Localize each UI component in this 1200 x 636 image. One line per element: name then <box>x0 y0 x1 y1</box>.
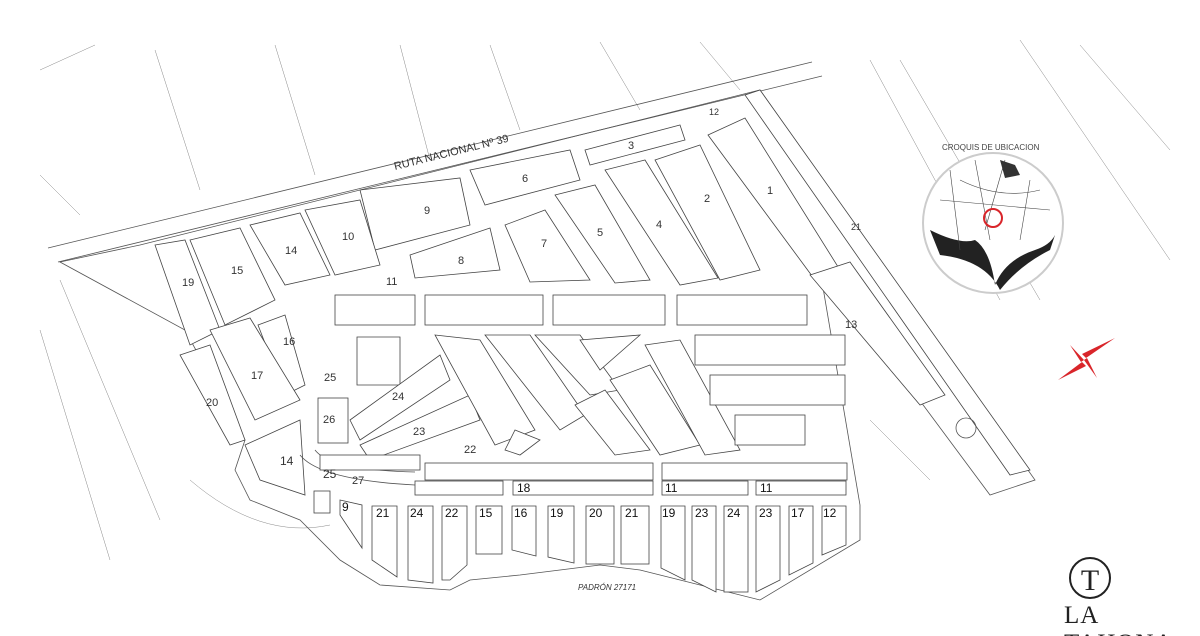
block-label: 19 <box>182 277 194 289</box>
block-label: 20 <box>206 397 218 409</box>
lot-blocks <box>154 89 1031 593</box>
block-label: 15 <box>231 265 243 277</box>
block-label: 11 <box>665 481 678 495</box>
block-label: 23 <box>759 506 773 520</box>
logo-monogram: T <box>1081 564 1099 597</box>
rural-parcel-lines <box>39 39 1171 561</box>
block-label: 20 <box>589 506 603 520</box>
block-label: 15 <box>479 506 493 520</box>
block-label: 13 <box>845 319 857 331</box>
block-label: 23 <box>695 506 709 520</box>
block-label: 16 <box>514 506 528 520</box>
block-label: 14 <box>280 454 294 468</box>
location-sketch-map <box>922 152 1064 294</box>
block-label: 21 <box>625 506 639 520</box>
block-label: 6 <box>522 173 528 185</box>
block-label: 3 <box>628 140 634 152</box>
block-label: 21 <box>851 222 861 232</box>
block-label: 19 <box>662 506 676 520</box>
block-label: 16 <box>283 336 295 348</box>
block-label: 7 <box>541 238 547 250</box>
block-label: 18 <box>517 481 531 495</box>
location-sketch-title: CROQUIS DE UBICACION <box>942 143 1040 152</box>
block-label: 2 <box>704 193 710 205</box>
block-label: 26 <box>323 414 335 426</box>
location-marker-icon <box>983 208 1003 228</box>
block-label: 27 <box>352 475 364 487</box>
block-label: 24 <box>410 506 424 520</box>
padron-label: PADRÓN 27171 <box>578 583 636 592</box>
block-label: 8 <box>458 255 464 267</box>
block-label: 23 <box>413 426 425 438</box>
bottom-row-labels: 18 11 11 9 21 24 22 15 16 19 20 21 19 23… <box>342 481 837 520</box>
block-label: 5 <box>597 227 603 239</box>
block-label: 24 <box>392 391 404 403</box>
block-label: 9 <box>342 500 349 514</box>
block-label: 9 <box>424 205 430 217</box>
block-labels: 1 2 3 4 5 6 7 8 9 10 11 12 13 14 15 16 1… <box>182 107 861 487</box>
block-label: 25 <box>323 467 337 481</box>
block-label: 19 <box>550 506 564 520</box>
block-label: 12 <box>709 107 719 117</box>
block-label: 21 <box>376 506 390 520</box>
block-label: 14 <box>285 245 297 257</box>
block-label: 12 <box>823 506 837 520</box>
block-label: 17 <box>251 370 263 382</box>
block-label: 10 <box>342 231 354 243</box>
block-label: 17 <box>791 506 805 520</box>
la-tahona-logo-icon: T <box>1069 557 1111 599</box>
national-road <box>47 61 823 263</box>
block-label: 24 <box>727 506 741 520</box>
block-label: 11 <box>386 276 397 288</box>
block-label: 22 <box>464 444 476 456</box>
block-label: 25 <box>324 372 336 384</box>
block-label: 11 <box>760 481 773 495</box>
block-label: 4 <box>656 219 662 231</box>
compass-rose-icon <box>1058 338 1115 380</box>
block-label: 1 <box>767 185 773 197</box>
block-label: 22 <box>445 506 459 520</box>
brand-name: LA TAHONA <box>1064 602 1173 636</box>
